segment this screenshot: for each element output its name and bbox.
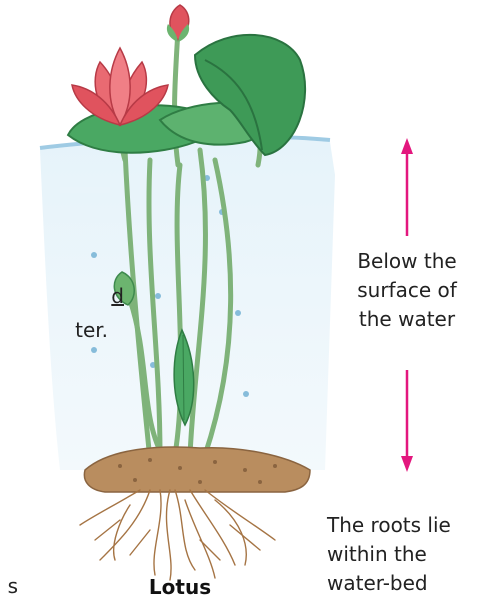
lotus-bud [167, 5, 189, 42]
arrow-up-icon [401, 138, 413, 236]
cut-text-1: d [111, 284, 124, 308]
lotus-caption: Lotus [130, 575, 230, 599]
below-surface-line-2: surface of [345, 276, 469, 305]
roots-line-3: water-bed [327, 569, 499, 598]
lotus-roots [80, 490, 275, 580]
arrow-down-icon [401, 370, 413, 472]
below-surface-line-1: Below the [345, 247, 469, 276]
cut-text-fragment-3: s [0, 574, 18, 598]
cut-text-fragment-2: ter. [0, 318, 108, 342]
cut-text-fragment-1: d [0, 284, 124, 308]
below-surface-line-3: the water [345, 305, 469, 334]
roots-label: The roots lie within the water-bed [327, 511, 499, 598]
roots-line-2: within the [327, 540, 499, 569]
below-surface-label: Below the surface of the water [345, 247, 469, 334]
roots-line-1: The roots lie [327, 511, 499, 540]
